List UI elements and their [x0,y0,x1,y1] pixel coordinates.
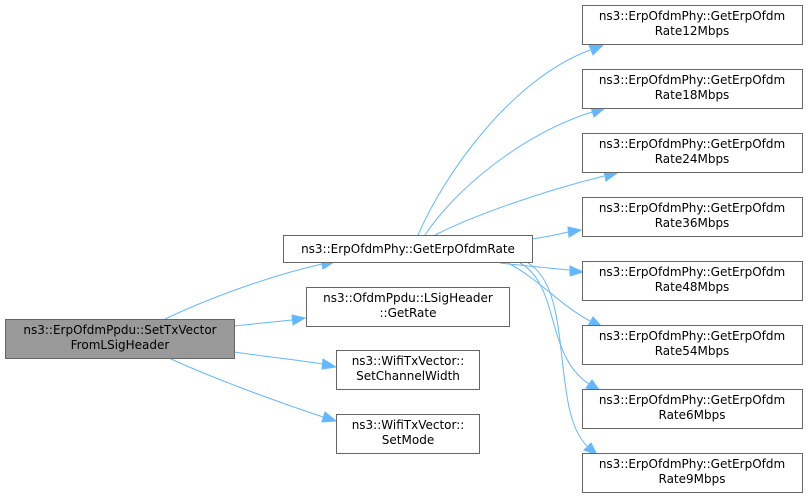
edge-root-lsig-get-rate [233,319,293,327]
node-box [582,133,803,173]
arrowhead [569,265,585,277]
node-label: ns3::ErpOfdmPpdu::SetTxVector [23,323,216,337]
node-label: ns3::ErpOfdmPhy::GetErpOfdm [599,201,785,215]
node-label: Rate6Mbps [659,408,726,422]
node-rate12[interactable]: ns3::ErpOfdmPhy::GetErpOfdm Rate12Mbps [582,5,803,45]
arrowhead [583,442,599,456]
node-label: ns3::ErpOfdmPhy::GetErpOfdmRate [301,242,515,256]
node-rate48[interactable]: ns3::ErpOfdmPhy::GetErpOfdm Rate48Mbps [582,261,803,301]
node-label: ns3::ErpOfdmPhy::GetErpOfdm [599,73,785,87]
node-label: ns3::ErpOfdmPhy::GetErpOfdm [599,457,785,471]
node-label: ns3::ErpOfdmPhy::GetErpOfdm [599,9,785,23]
edge-rate6 [519,262,590,385]
node-label: ns3::ErpOfdmPhy::GetErpOfdm [599,393,785,407]
node-rate24[interactable]: ns3::ErpOfdmPhy::GetErpOfdm Rate24Mbps [582,133,803,173]
node-label: Rate36Mbps [655,216,730,230]
node-box [582,453,803,493]
node-label: Rate54Mbps [655,344,730,358]
node-box [582,325,803,365]
arrowhead [291,314,307,326]
node-box [582,389,803,429]
node-label: ns3::ErpOfdmPhy::GetErpOfdm [599,329,785,343]
edge-rate48 [499,262,571,271]
edge-rate12 [417,49,591,236]
node-lsig-get-rate[interactable]: ns3::OfdmPpdu::LSigHeader ::GetRate [306,287,510,327]
node-rate54[interactable]: ns3::ErpOfdmPhy::GetErpOfdm Rate54Mbps [582,325,803,365]
edge-root-set-channel-width [233,351,324,365]
node-label: Rate9Mbps [659,472,726,486]
node-rate6[interactable]: ns3::ErpOfdmPhy::GetErpOfdm Rate6Mbps [582,389,803,429]
arrowhead [588,44,605,56]
node-rate36[interactable]: ns3::ErpOfdmPhy::GetErpOfdm Rate36Mbps [582,197,803,237]
node-label: ns3::OfdmPpdu::LSigHeader [323,291,493,305]
node-box [582,197,803,237]
node-root[interactable]: ns3::ErpOfdmPpdu::SetTxVector FromLSigHe… [5,319,235,359]
node-box [306,287,510,327]
node-box [336,414,480,454]
node-rate9[interactable]: ns3::ErpOfdmPhy::GetErpOfdm Rate9Mbps [582,453,803,493]
node-set-mode[interactable]: ns3::WifiTxVector:: SetMode [336,414,480,454]
node-label: ns3::WifiTxVector:: [352,418,465,432]
arrowhead [567,226,583,238]
node-label: SetMode [382,433,434,447]
node-label: ::GetRate [380,306,437,320]
node-box [283,235,533,263]
node-label: ns3::ErpOfdmPhy::GetErpOfdm [599,265,785,279]
node-box [5,319,235,359]
node-label: ns3::WifiTxVector:: [352,354,465,368]
edge-root-set-mode [168,357,324,418]
node-label: SetChannelWidth [356,369,460,383]
edge-rate36 [531,231,569,240]
node-box [336,350,480,390]
edge-root-get-erp-ofdm-rate [164,263,323,320]
node-label: Rate12Mbps [655,24,730,38]
node-get-erp-ofdm-rate[interactable]: ns3::ErpOfdmPhy::GetErpOfdmRate [283,235,533,263]
node-set-channel-width[interactable]: ns3::WifiTxVector:: SetChannelWidth [336,350,480,390]
node-label: Rate48Mbps [655,280,730,294]
node-label: Rate18Mbps [655,88,730,102]
arrowhead [321,358,338,370]
node-label: Rate24Mbps [655,152,730,166]
edge-rate24 [434,175,605,236]
arrowhead [321,411,338,423]
edge-rate9 [527,262,588,447]
node-label: ns3::ErpOfdmPhy::GetErpOfdm [599,137,785,151]
node-box [582,69,803,109]
edge-rate18 [424,111,593,236]
node-box [582,261,803,301]
edges [164,44,619,456]
node-label: FromLSigHeader [71,338,170,352]
node-box [582,5,803,45]
node-rate18[interactable]: ns3::ErpOfdmPhy::GetErpOfdm Rate18Mbps [582,69,803,109]
